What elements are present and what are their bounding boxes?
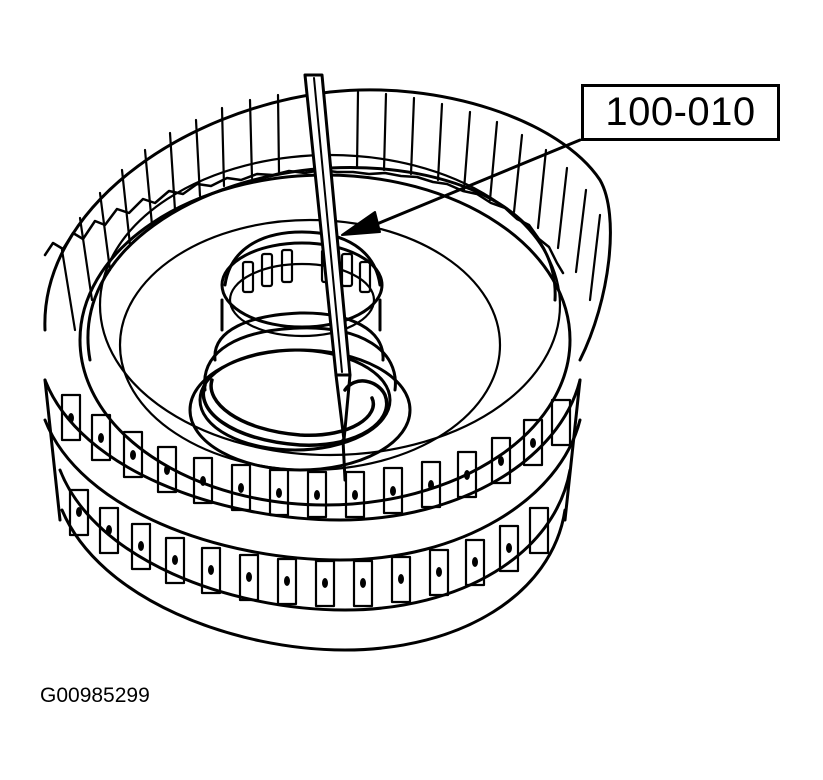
- drum-front-wall: [43, 378, 582, 652]
- figure-id: G00985299: [40, 684, 150, 707]
- tool-number-label: 100-010: [605, 90, 756, 134]
- center-hub: [188, 230, 412, 472]
- removal-tool: [303, 73, 352, 482]
- drum-back-wall: [43, 88, 612, 362]
- tool-callout-arrow-icon: [341, 138, 582, 236]
- tool-number-callout: 100-010: [581, 84, 780, 141]
